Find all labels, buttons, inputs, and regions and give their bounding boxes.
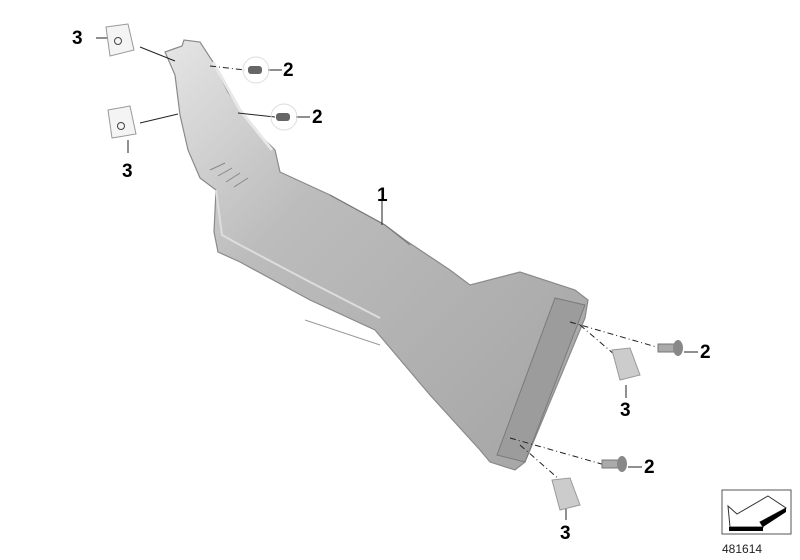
screw[interactable] (242, 56, 683, 472)
label-part-3: 3 (560, 523, 571, 544)
label-part-2: 2 (283, 60, 294, 81)
assembly-lines (96, 37, 698, 520)
label-part-2: 2 (700, 342, 711, 363)
label-part-2: 2 (644, 457, 655, 478)
catalog-number: 481614 (722, 542, 763, 556)
heat-shield-part[interactable] (164, 39, 589, 471)
arrow-pointer-icon (721, 489, 792, 535)
label-part-2: 2 (312, 107, 323, 128)
clip-nut[interactable] (105, 23, 641, 511)
label-part-3: 3 (122, 161, 133, 182)
label-part-1: 1 (377, 185, 388, 206)
label-part-3: 3 (620, 400, 631, 421)
label-part-3: 3 (72, 28, 83, 49)
